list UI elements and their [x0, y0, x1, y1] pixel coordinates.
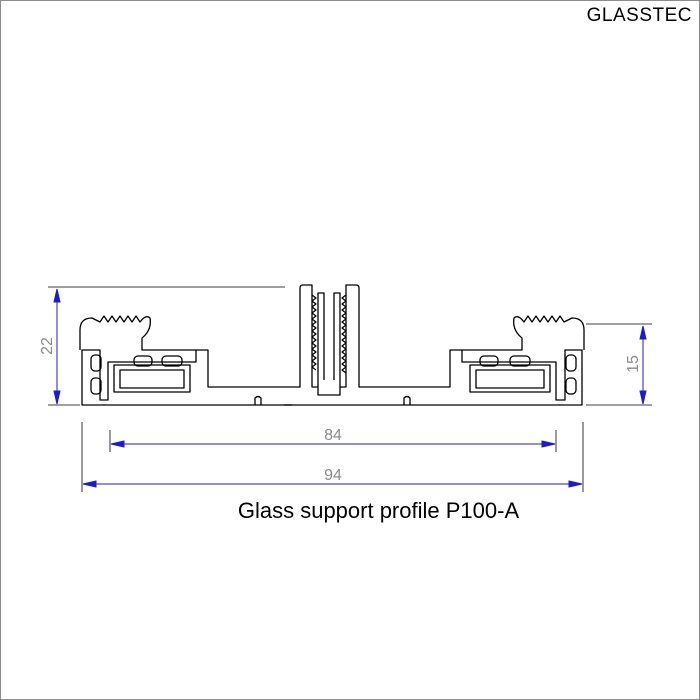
- profile-outline: [79, 284, 585, 406]
- left-slot-1: [133, 355, 153, 367]
- serration-left: [311, 294, 317, 371]
- serration-right: [341, 294, 347, 374]
- bottom-notch-right: [403, 395, 411, 405]
- arrow-94-right: [568, 480, 583, 488]
- right-slot-2: [509, 355, 531, 367]
- right-channel: [469, 364, 551, 393]
- dim-text-22: 22: [39, 337, 56, 355]
- drawing-caption: Glass support profile P100-A: [237, 498, 520, 523]
- dim-text-94: 94: [324, 467, 342, 484]
- dim-text-15: 15: [625, 355, 642, 373]
- right-channel-inner: [475, 369, 545, 389]
- left-channel: [113, 364, 191, 393]
- central-fin-right: [333, 292, 341, 387]
- left-hole-2: [90, 377, 102, 395]
- left-hole-1: [90, 354, 102, 372]
- extension-lines: [48, 286, 652, 492]
- left-channel-inner: [119, 369, 185, 389]
- arrow-22-top: [53, 288, 61, 303]
- dimension-lines: [53, 288, 647, 488]
- arrow-22-bottom: [53, 390, 61, 405]
- left-gasket: [79, 315, 196, 351]
- right-hole-1: [565, 354, 577, 372]
- arrow-15-bottom: [639, 390, 647, 405]
- right-gasket: [462, 315, 585, 351]
- dim-text-84: 84: [324, 427, 342, 444]
- brand-label: GLASSTEC: [586, 5, 692, 26]
- left-slot-2: [161, 355, 183, 367]
- arrow-15-top: [639, 325, 647, 340]
- right-hole-2: [565, 377, 577, 395]
- arrow-84-right: [541, 440, 556, 448]
- right-slot-1: [479, 355, 499, 367]
- arrow-94-left: [82, 480, 97, 488]
- arrow-84-left: [110, 440, 125, 448]
- bottom-notch-left: [254, 395, 262, 405]
- central-fin-left: [317, 292, 325, 387]
- profile-base: [81, 284, 583, 406]
